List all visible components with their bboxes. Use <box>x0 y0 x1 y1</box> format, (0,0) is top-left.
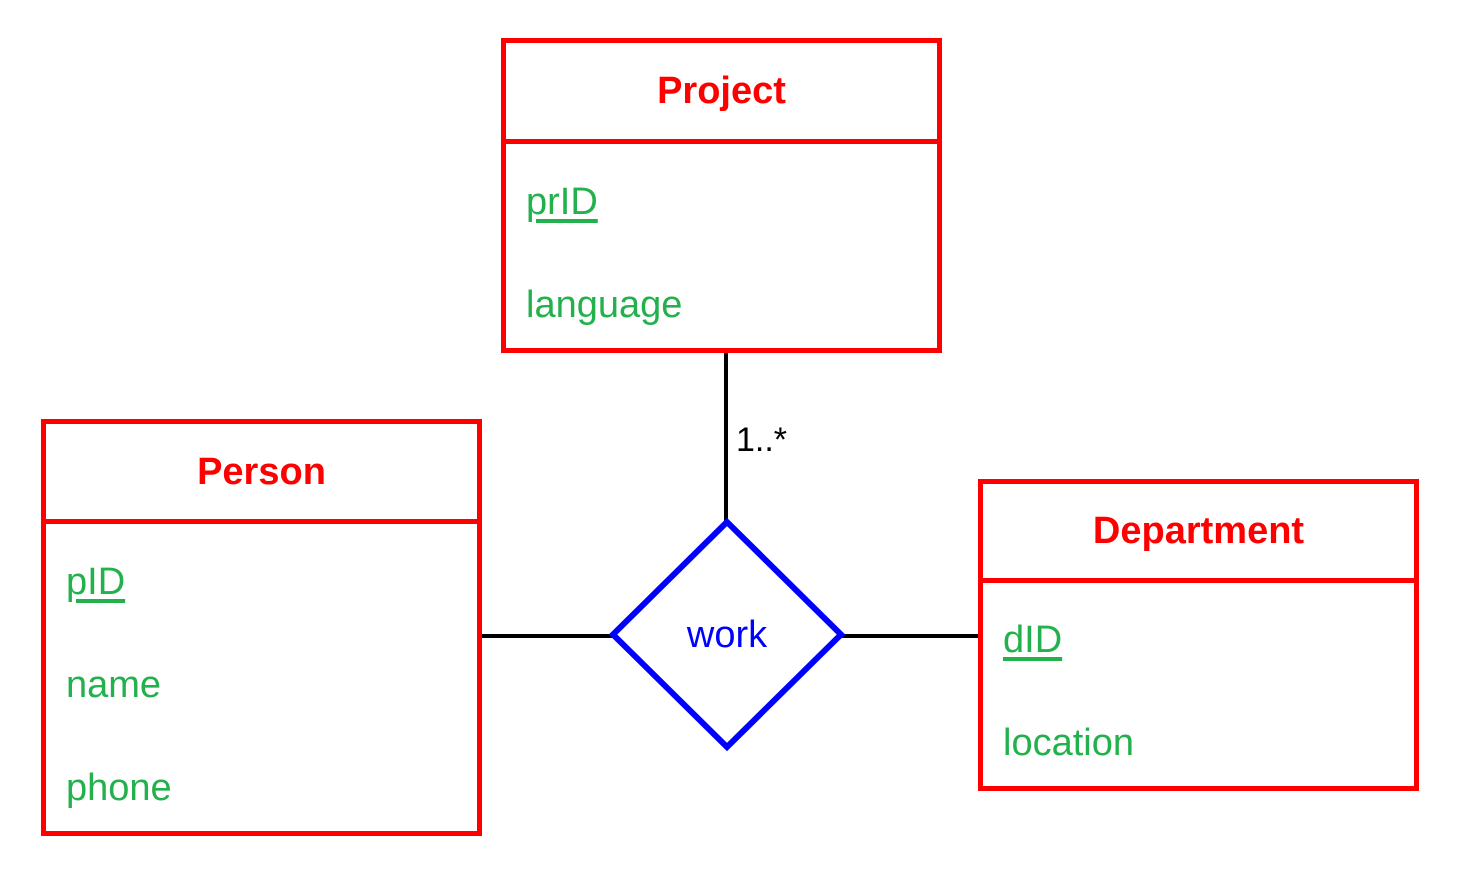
attribute-person-name: name <box>66 664 162 706</box>
connector-project-to-work <box>724 351 728 525</box>
entity-project-attributes: prID language <box>506 144 937 348</box>
relationship-work[interactable]: work <box>608 517 846 752</box>
entity-project-title: Project <box>657 70 786 112</box>
connector-work-to-department <box>839 634 980 638</box>
diamond-shape-icon <box>608 517 846 752</box>
entity-project[interactable]: Project prID language <box>501 38 942 353</box>
entity-department-title: Department <box>1092 510 1305 552</box>
attribute-department-location: location <box>1003 722 1134 764</box>
entity-person-attributes: pID name phone <box>46 524 477 831</box>
attribute-project-prid: prID <box>526 181 598 223</box>
entity-department-header: Department <box>983 484 1414 583</box>
attribute-person-pid: pID <box>66 561 126 603</box>
entity-department-attributes: dID location <box>983 583 1414 786</box>
entity-person-title: Person <box>197 450 326 493</box>
attribute-project-language: language <box>526 284 683 326</box>
entity-project-header: Project <box>506 43 937 144</box>
entity-person[interactable]: Person pID name phone <box>41 419 482 836</box>
cardinality-label-project-work: 1..* <box>736 421 788 459</box>
connector-person-to-work <box>480 634 616 638</box>
entity-person-header: Person <box>46 424 477 524</box>
entity-department[interactable]: Department dID location <box>978 479 1419 791</box>
attribute-department-did: dID <box>1003 619 1063 661</box>
attribute-person-phone: phone <box>66 767 172 809</box>
